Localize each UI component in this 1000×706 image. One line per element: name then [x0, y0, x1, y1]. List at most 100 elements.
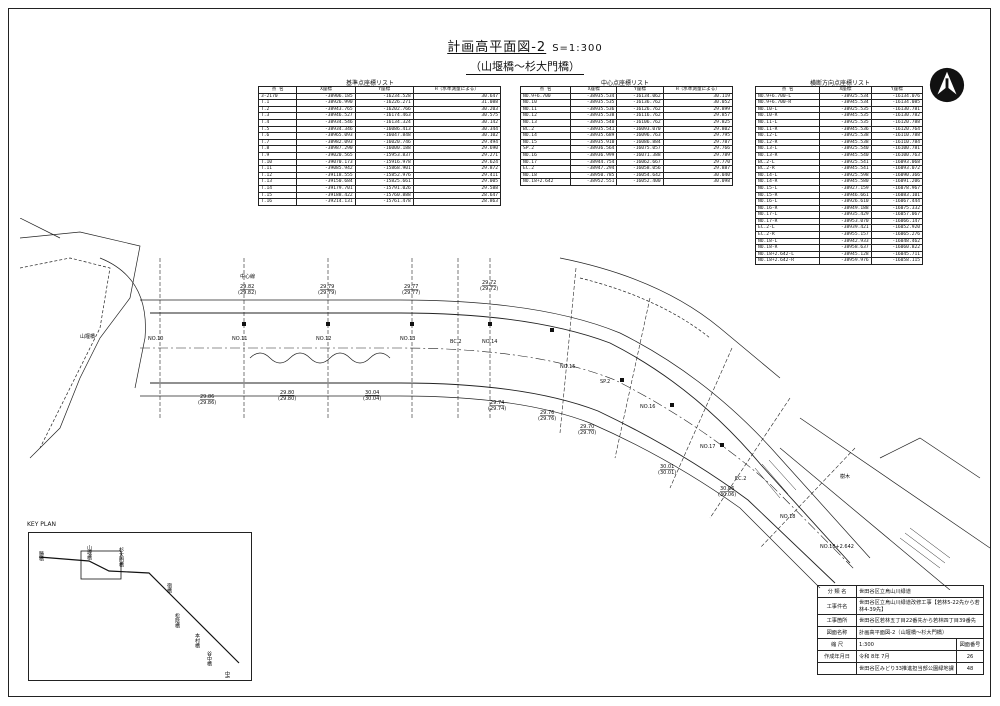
table-cell: -38927.159: [819, 184, 872, 193]
title-block-value: 世田谷区みどり33推進担当部公園緑地課: [856, 662, 957, 675]
table-header: 点 名: [519, 86, 572, 94]
table-cell: -38946.661: [819, 191, 872, 200]
table-cell: 29.271: [412, 151, 502, 160]
table-cell: NO.12-R: [754, 138, 821, 147]
table-cell: -16058.056: [616, 165, 664, 173]
table-cell: 28.863: [412, 198, 502, 206]
title-block-extra: 26: [956, 650, 984, 663]
table-cell: -16062.667: [616, 158, 664, 167]
table-header: H（水準測量による）: [412, 86, 502, 94]
table-row: NO.18+2.642-R-38959.976-16058.115: [754, 257, 924, 266]
table-cell: -38947.294: [570, 165, 618, 173]
table-cell: -38945.535: [819, 112, 872, 120]
elevation-existing: (29.76): [538, 416, 556, 422]
table-cell: 29.899: [662, 105, 734, 114]
table-cell: BC.2-R: [754, 165, 821, 173]
table-cell: NO.12-L: [754, 132, 821, 140]
table-cell: 30.647: [412, 92, 502, 101]
table-cell: -38926.610: [819, 198, 872, 206]
table-row: NO.11-L-38925.535-16120.788: [754, 118, 924, 127]
table-cell: 30.040: [662, 171, 734, 180]
table-cell: -16047.848: [354, 132, 414, 140]
table-cell: -16130.781: [870, 105, 924, 114]
table-cell: -38945.540: [819, 151, 872, 160]
station-label: SP.2: [600, 379, 610, 385]
table-cell: -38925.535: [819, 118, 872, 127]
table-cell: -16000.188: [354, 145, 414, 153]
table-cell: -16020.746: [354, 138, 414, 147]
table-cell: NO.14-R: [754, 178, 821, 186]
table-header: Y座標: [354, 86, 414, 94]
key-plan-label: 宿橋: [166, 582, 172, 594]
station-label: BC.2: [450, 339, 462, 345]
table-cell: -16086.413: [354, 125, 414, 134]
table-cell: -16058.115: [870, 257, 924, 266]
table-cell: NO.18+2.642: [519, 178, 572, 186]
elevation-plan: 29.77: [404, 284, 418, 290]
station-label: NO.13: [400, 336, 415, 342]
table-row: NO.10-R-38945.535-16130.782: [754, 112, 924, 120]
table-cell: NO.11-L: [754, 118, 821, 127]
table-cell: -15916.978: [354, 158, 414, 167]
title-block-value: 計画高平面図-2（山堰橋～杉大門橋）: [856, 626, 984, 639]
table-cell: -39070.173: [296, 158, 356, 167]
title-block-value: 1:300: [856, 638, 957, 651]
table-cell: NO.13: [519, 118, 572, 127]
table-cell: 30.052: [662, 99, 734, 107]
table-cell: -38950.785: [570, 171, 618, 180]
table-header: X座標: [570, 86, 618, 94]
table-cell: T.13: [257, 178, 298, 186]
table-cell: BC.2-L: [754, 158, 821, 167]
table-cell: NO.15: [519, 138, 572, 147]
station-label: NO.11: [232, 336, 247, 342]
drawing-sheet: [8, 8, 991, 697]
table-row: NO.15-R-38946.661-16083.101: [754, 191, 924, 200]
drawing-scale: S=1:300: [552, 43, 603, 54]
table-cell: -38925.540: [819, 145, 872, 153]
table-cell: -16110.784: [870, 138, 924, 147]
table-row: NO.9+6.700-R-38945.534-16134.085: [754, 99, 924, 107]
table-cell: -16134.324: [354, 118, 414, 127]
title-block-extra: 48: [956, 662, 984, 675]
table-cell: T.6: [257, 132, 298, 140]
table-cell: 29.787: [662, 138, 734, 147]
table-cell: -39188.422: [296, 191, 356, 200]
table-cell: -38934.546: [296, 118, 356, 127]
title-block-value: 世田谷区立烏山川緑道: [856, 585, 984, 598]
title-block-extra: 図面番号: [956, 638, 984, 651]
table-row: NO.13-L-38925.540-16100.781: [754, 145, 924, 153]
table-row: NO.15-L-38927.159-16078.967: [754, 184, 924, 193]
table-cell: 29.857: [662, 112, 734, 120]
table-cell: -38935.534: [570, 92, 618, 101]
table-cell: NO.14: [519, 132, 572, 140]
table-cell: NO.10: [519, 99, 572, 107]
table-header: 点 名: [754, 86, 821, 94]
table-cell: 29.802: [662, 125, 734, 134]
elevation-plan: 30.01: [660, 464, 674, 470]
table-row: NO.14-L-38925.598-16090.366: [754, 171, 924, 180]
title-block-key: 縮 尺: [817, 638, 857, 651]
table-row: NO.9+6.700-L-38925.534-16134.076: [754, 92, 924, 101]
table-cell: 29.872: [412, 165, 502, 173]
table-cell: NO.15-L: [754, 184, 821, 193]
table-cell: -16136.762: [616, 99, 664, 107]
table-row: NO.11-R-38945.536-16120.764: [754, 125, 924, 134]
table-cell: -16226.271: [354, 99, 414, 107]
elevation-existing: (29.79): [318, 290, 336, 296]
table-caption-center: 中心点座標リスト: [600, 80, 649, 87]
